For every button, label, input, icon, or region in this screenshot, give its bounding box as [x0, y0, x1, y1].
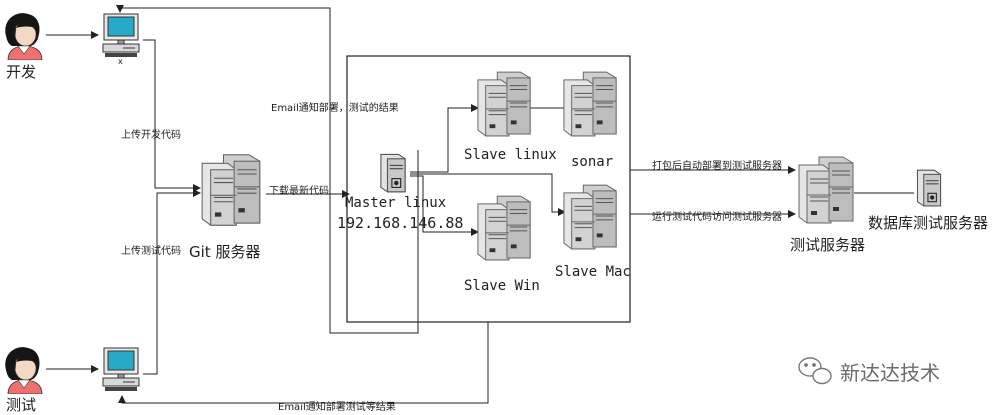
- edge-upload-test: [143, 189, 201, 375]
- label-run-tests: 运行测试代码访问测试服务器: [652, 212, 782, 223]
- actor-test-label: 测试: [6, 396, 37, 414]
- label-pack-deploy: 打包后自动部署到测试服务器: [652, 161, 782, 172]
- server-rack-icon: [477, 195, 531, 261]
- small-server-icon: [916, 169, 942, 207]
- server-rack-icon: [798, 156, 854, 224]
- edge-email-top: [116, 5, 419, 334]
- person-icon: [4, 12, 43, 60]
- pc-caption: x: [118, 57, 123, 66]
- node-master-name: Master linux: [345, 195, 447, 211]
- server-rack-icon: [201, 154, 261, 226]
- node-db-server: 数据库测试服务器: [868, 214, 989, 232]
- watermark-text: 新达达技术: [840, 361, 940, 385]
- monitor-icon: [102, 13, 140, 58]
- edge-master-slave-linux: [410, 104, 479, 173]
- node-test-server: 测试服务器: [790, 236, 866, 254]
- edge-email-bottom: [118, 322, 489, 404]
- node-git-label: Git 服务器: [189, 243, 261, 261]
- node-slave-linux: Slave linux: [464, 147, 557, 163]
- edge-upload-dev: [143, 39, 201, 192]
- edge-master-slave-mac: [410, 173, 566, 216]
- server-rack-icon: [477, 71, 531, 137]
- label-email-bottom: Email通知部署测试等结果: [278, 402, 396, 413]
- small-server-icon: [380, 153, 406, 193]
- node-slave-win: Slave Win: [464, 278, 540, 294]
- node-slave-mac: Slave Mac: [555, 264, 631, 280]
- server-rack-icon: [563, 184, 617, 250]
- person-icon: [4, 346, 43, 394]
- label-download: 下载最新代码: [269, 186, 329, 197]
- node-sonar: sonar: [571, 154, 614, 170]
- wechat-icon: [798, 357, 832, 385]
- edge-master-slave-win: [410, 175, 479, 236]
- label-upload-test: 上传测试代码: [121, 246, 181, 257]
- server-rack-icon: [563, 71, 617, 137]
- monitor-icon: [102, 347, 140, 392]
- label-upload-dev: 上传开发代码: [121, 130, 181, 141]
- node-master-ip: 192.168.146.88: [337, 214, 464, 232]
- actor-dev-label: 开发: [6, 63, 37, 81]
- label-email-top: Email通知部署，测试的结果: [271, 103, 399, 114]
